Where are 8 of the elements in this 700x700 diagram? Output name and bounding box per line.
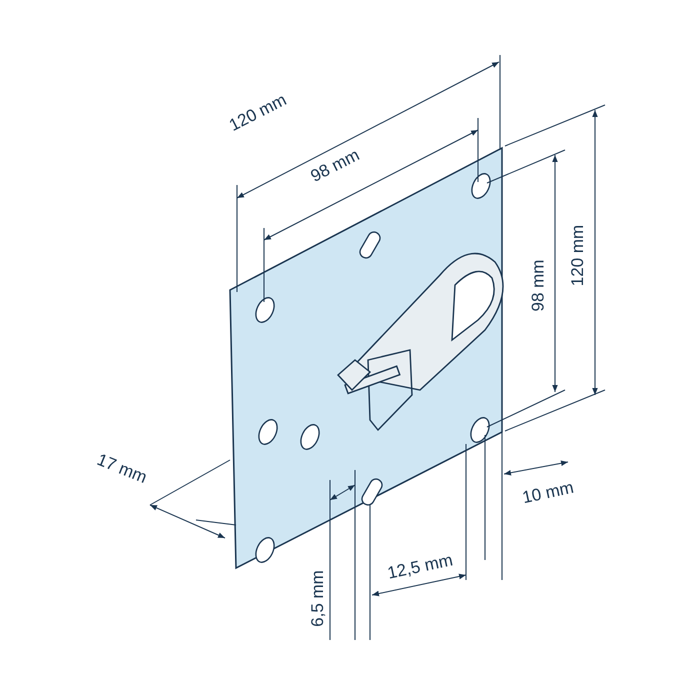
dimension-label: 10 mm xyxy=(520,478,576,506)
dimension-label: 12,5 mm xyxy=(386,550,454,582)
dimension-label: 98 mm xyxy=(530,259,546,311)
dimension-label: 6,5 mm xyxy=(308,570,326,626)
dimension-label: 98 mm xyxy=(308,146,362,184)
dimension-label: 120 mm xyxy=(570,224,586,286)
dimension-label: 120 mm xyxy=(226,90,290,134)
dimension-label: 17 mm xyxy=(94,450,150,486)
